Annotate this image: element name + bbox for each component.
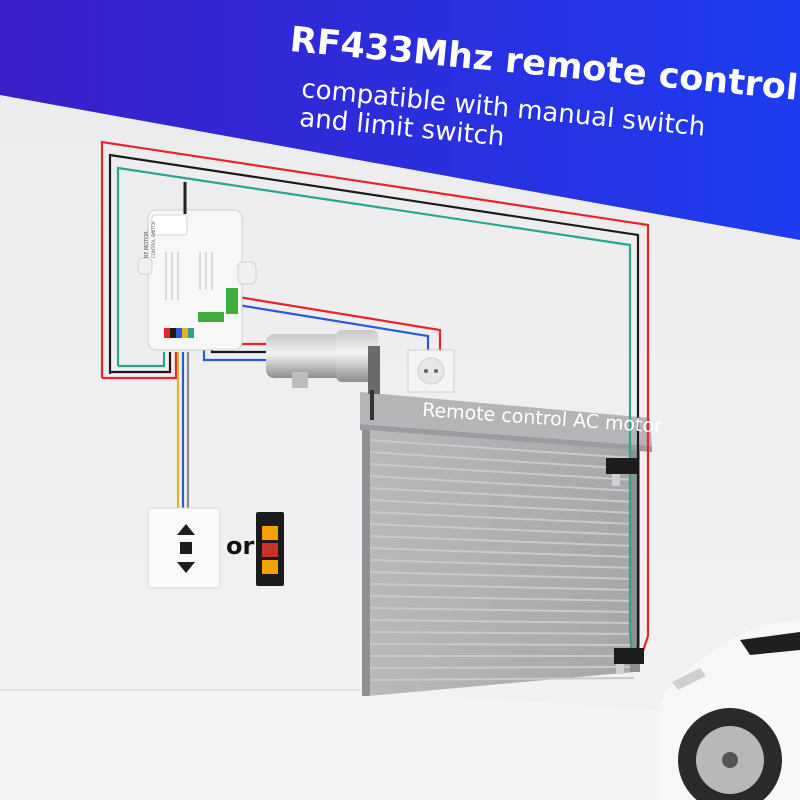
remote-stop-button[interactable] — [262, 543, 278, 557]
ac-motor — [266, 330, 380, 420]
or-label: or — [226, 532, 255, 560]
up-arrow-icon[interactable] — [177, 524, 195, 535]
down-arrow-icon[interactable] — [177, 562, 195, 573]
stop-square-icon[interactable] — [180, 542, 192, 554]
wiring — [100, 140, 650, 661]
remote-down-button[interactable] — [262, 560, 278, 574]
floor — [0, 690, 800, 800]
rf-controller: RF MOTOR CONTROL SWITCH — [137, 182, 257, 351]
door-header — [360, 392, 652, 446]
wall-socket — [407, 349, 455, 393]
title-banner — [0, 0, 800, 240]
rf-remote[interactable] — [256, 512, 284, 586]
remote-up-button[interactable] — [262, 526, 278, 540]
limit-switch-top — [606, 458, 638, 486]
wall-switch[interactable] — [147, 507, 221, 589]
limit-switch-bottom — [614, 648, 644, 674]
terminal-block-right — [226, 288, 238, 314]
terminal-block-switch — [164, 328, 194, 338]
terminal-block-motor — [198, 312, 224, 322]
car — [660, 620, 800, 800]
controller-label-1: RF MOTOR — [144, 231, 150, 258]
rolling-door — [362, 430, 640, 696]
controller-label-2: CONTROL SWITCH — [151, 222, 156, 259]
